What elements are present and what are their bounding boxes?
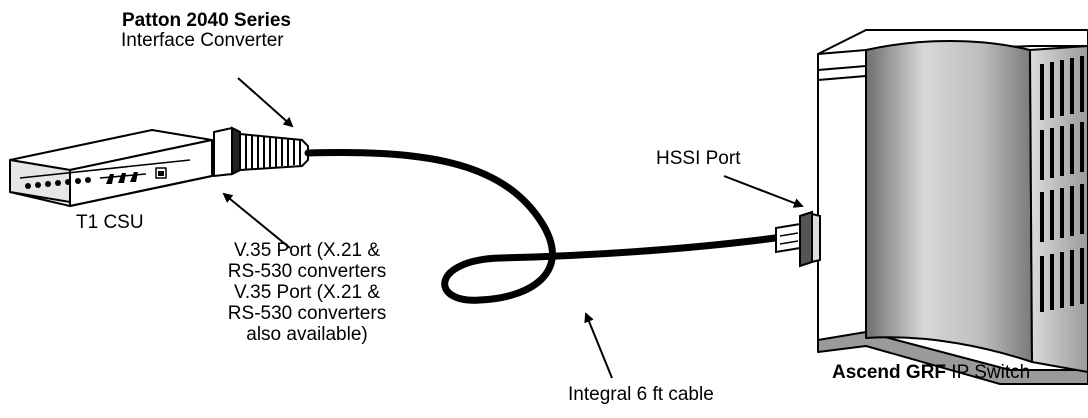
v35-port-arrow [222, 192, 291, 249]
hssi-port-label: HSSI Port [656, 148, 741, 169]
csu-device-icon [9, 129, 213, 207]
v35-line: also available) [246, 324, 368, 345]
converter-arrow [237, 77, 294, 128]
v35-line: V.35 Port (X.21 & [233, 282, 381, 303]
cable-arrow [584, 312, 613, 379]
v35-line: V.35 Port (X.21 & [233, 240, 381, 261]
hssi-arrow [723, 175, 804, 208]
interface-converter-icon [213, 126, 309, 178]
switch-chassis-icon [817, 29, 1088, 385]
csu-label: T1 CSU [76, 212, 144, 233]
integral-cable [304, 149, 794, 304]
switch-label-rest: IP Switch [946, 362, 1031, 383]
converter-subtitle: Interface Converter [121, 30, 284, 51]
cable-label: Integral 6 ft cable [568, 384, 714, 405]
switch-label: Ascend GRF IP Switch [832, 362, 1030, 383]
hssi-connector-icon [775, 210, 821, 268]
converter-title: Patton 2040 Series [122, 10, 291, 31]
v35-line: RS-530 converters [227, 303, 387, 324]
v35-line: RS-530 converters [227, 261, 387, 282]
switch-label-bold: Ascend GRF [832, 362, 947, 383]
v35-port-label: V.35 Port (X.21 & RS-530 converters V.35… [222, 240, 392, 345]
